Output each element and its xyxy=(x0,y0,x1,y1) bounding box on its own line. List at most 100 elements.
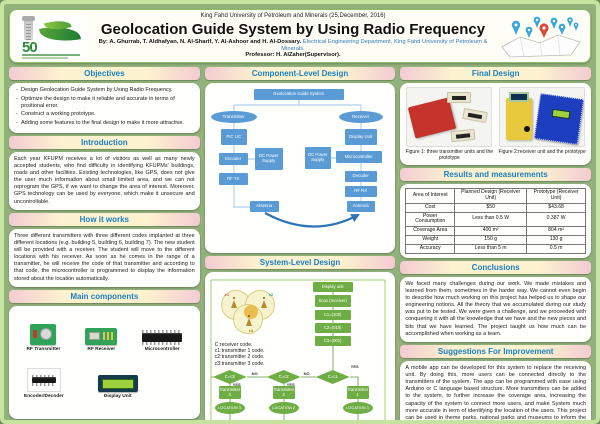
main-components-card: RF Transmitter RF Receiver Microcontroll… xyxy=(9,305,200,419)
right-column: Final Design Figure 1: three transmitter… xyxy=(400,67,592,420)
header-text-block: King Fahd University of Petroleum and Mi… xyxy=(94,13,492,59)
blue-pin-icon xyxy=(567,17,573,27)
yes-label: YES xyxy=(286,382,295,387)
rf-transmitter-image xyxy=(30,324,57,346)
node-root: Geolocation Guide System xyxy=(253,89,344,100)
supervisor-line: Professor: H. AlZaher(Supervisor). xyxy=(245,52,341,59)
section-header-conclusions: Conclusions xyxy=(400,260,592,274)
code-legend: C:receiver code. c1:transmitter 1 code. … xyxy=(214,342,265,367)
node-microcontroller: Microcontroller xyxy=(335,151,382,163)
flow-decision-c3: C=c3 xyxy=(212,370,247,384)
node-receiver: Receiver xyxy=(338,111,383,123)
blue-pin-icon xyxy=(550,17,558,29)
rf-receiver-image xyxy=(85,328,118,346)
results-table: Area of Interest Planned Design (Receive… xyxy=(405,188,587,254)
node-transmitter: Transmitter xyxy=(210,111,257,123)
table-row: Coverage Area 400 m² 804 m² xyxy=(405,226,587,237)
conclusions-card: We faced many challenges during our work… xyxy=(400,276,592,342)
flow-code-1: C1=(100) xyxy=(314,310,351,320)
objective-item: Construct a working prototype. xyxy=(16,111,195,118)
node-tx-antenna: Antenna xyxy=(249,201,279,212)
left-column: Objectives Design Geolocation Guide Syst… xyxy=(9,67,200,419)
objective-item: Optimize the design to make it reliable … xyxy=(16,96,195,110)
node-tx-power-supply: DC Power Supply xyxy=(254,148,283,170)
yes-label: YES xyxy=(232,382,241,387)
how-it-works-card: Three different transmitters with three … xyxy=(9,228,200,287)
section-header-system-level: System-Level Design xyxy=(204,256,396,269)
figure-2-photo xyxy=(499,87,586,147)
objective-item: Design Geolocation Guide System by Using… xyxy=(16,87,195,94)
table-row: Accuracy Less than 5 m 0.5 m xyxy=(405,243,587,254)
component-encoder-decoder: Encoder/Decoder xyxy=(24,368,64,400)
objective-item: Adding some features to the final design… xyxy=(16,120,195,127)
department-text: Electrical Engineering Department, King … xyxy=(281,39,488,52)
flow-code-3: C3=(001) xyxy=(314,336,351,346)
blue-pin-icon xyxy=(573,22,579,31)
table-header-row: Area of Interest Planned Design (Receive… xyxy=(405,188,587,204)
figure-1-photo xyxy=(406,87,493,147)
component-diagram-connectors xyxy=(233,100,362,228)
node-pic-uc: PIC UC xyxy=(220,129,247,145)
flow-transmitter-3: Transmitter 3 xyxy=(218,386,241,399)
node-rx-antenna: Antenna xyxy=(346,201,375,212)
affiliation-line: King Fahd University of Petroleum and Mi… xyxy=(200,12,386,19)
section-header-results: Results and measurements xyxy=(400,168,592,181)
figure-1-caption: Figure 1: three transmitter units and th… xyxy=(405,149,494,161)
section-header-main-components: Main components xyxy=(9,289,200,303)
figure-1: Figure 1: three transmitter units and th… xyxy=(405,87,493,161)
component-display-unit: Display Unit xyxy=(97,375,138,400)
section-header-how-it-works: How it works xyxy=(9,212,200,226)
component-rf-transmitter: RF Transmitter xyxy=(26,324,60,353)
red-pin-icon xyxy=(539,23,549,38)
flow-code-2: C2=(010) xyxy=(314,323,351,333)
flow-transmitter-1: Transmitter 1 xyxy=(346,386,369,399)
section-header-suggestions: Suggestions For Improvement xyxy=(400,344,592,358)
component-microcontroller: Microcontroller xyxy=(142,330,183,353)
flow-transmitter-2: Transmitter 2 xyxy=(272,386,295,399)
flow-location-3: LOCATION 3 xyxy=(214,402,245,414)
display-unit-image xyxy=(97,375,138,393)
poster-title: Geolocation Guide System by Using Radio … xyxy=(100,20,486,38)
middle-column: Component-Level Design Geolocation Guide… xyxy=(204,67,396,420)
antenna-tower-icon xyxy=(245,315,252,326)
poster-header: 50 King Fahd University of Petroleum and… xyxy=(9,9,591,63)
node-decoder: Decoder xyxy=(344,171,377,182)
blue-pin-icon xyxy=(511,20,521,35)
flow-location-2: LOCATION 2 xyxy=(268,402,299,414)
section-header-component-level: Component-Level Design xyxy=(204,67,396,80)
flow-display-unit: Display unit xyxy=(312,282,353,292)
antenna-tower-icon xyxy=(260,297,267,308)
anniversary-number: 50 xyxy=(22,39,38,56)
node-rx-power-supply: DC Power Supply xyxy=(304,147,331,169)
system-level-diagram: c1 c2 c3 C:receiver code. c1:transmitter… xyxy=(204,272,396,420)
no-label: NO xyxy=(251,371,258,376)
encoder-chip-image xyxy=(26,368,61,393)
flow-decision-c2: C=c2 xyxy=(266,370,301,384)
component-rf-receiver: RF Receiver xyxy=(85,328,118,353)
microcontroller-chip-image xyxy=(142,330,183,346)
node-encoder: Encoder xyxy=(218,153,248,165)
results-card: Area of Interest Planned Design (Receive… xyxy=(400,184,592,258)
blue-pin-icon xyxy=(525,26,533,38)
rf-link-arrow xyxy=(264,212,360,228)
figure-2: Figure 2:receiver unit and the prototype xyxy=(498,87,586,161)
map-pins-illustration xyxy=(501,16,581,58)
leaf-icon xyxy=(39,23,81,45)
water-tower-icon xyxy=(22,16,35,40)
table-row: Weight 150 g 130 g xyxy=(405,235,587,245)
figure-2-caption: Figure 2:receiver unit and the prototype xyxy=(498,149,586,155)
component-level-diagram: Geolocation Guide System Transmitter Rec… xyxy=(204,83,396,253)
table-row: Cost $50 $43.68 xyxy=(405,202,587,213)
introduction-card: Each year KFUPM receives a lot of visito… xyxy=(9,151,200,210)
node-rf-rx: RF RX xyxy=(344,186,377,197)
flow-decision-c1: C=c1 xyxy=(315,370,350,384)
authors-names: By: A. Ghurrab, T. Aldhafyan, N. Al-Shar… xyxy=(98,39,302,46)
flowchart-connectors xyxy=(210,279,386,420)
no-label: NO xyxy=(303,371,310,376)
objectives-card: Design Geolocation Guide System by Using… xyxy=(9,83,200,133)
flow-location-1: LOCATION 1 xyxy=(342,402,373,414)
section-header-introduction: Introduction xyxy=(9,135,200,149)
authors-line: By: A. Ghurrab, T. Aldhafyan, N. Al-Shar… xyxy=(94,39,492,52)
node-rf-tx: RF TX xyxy=(218,173,248,185)
